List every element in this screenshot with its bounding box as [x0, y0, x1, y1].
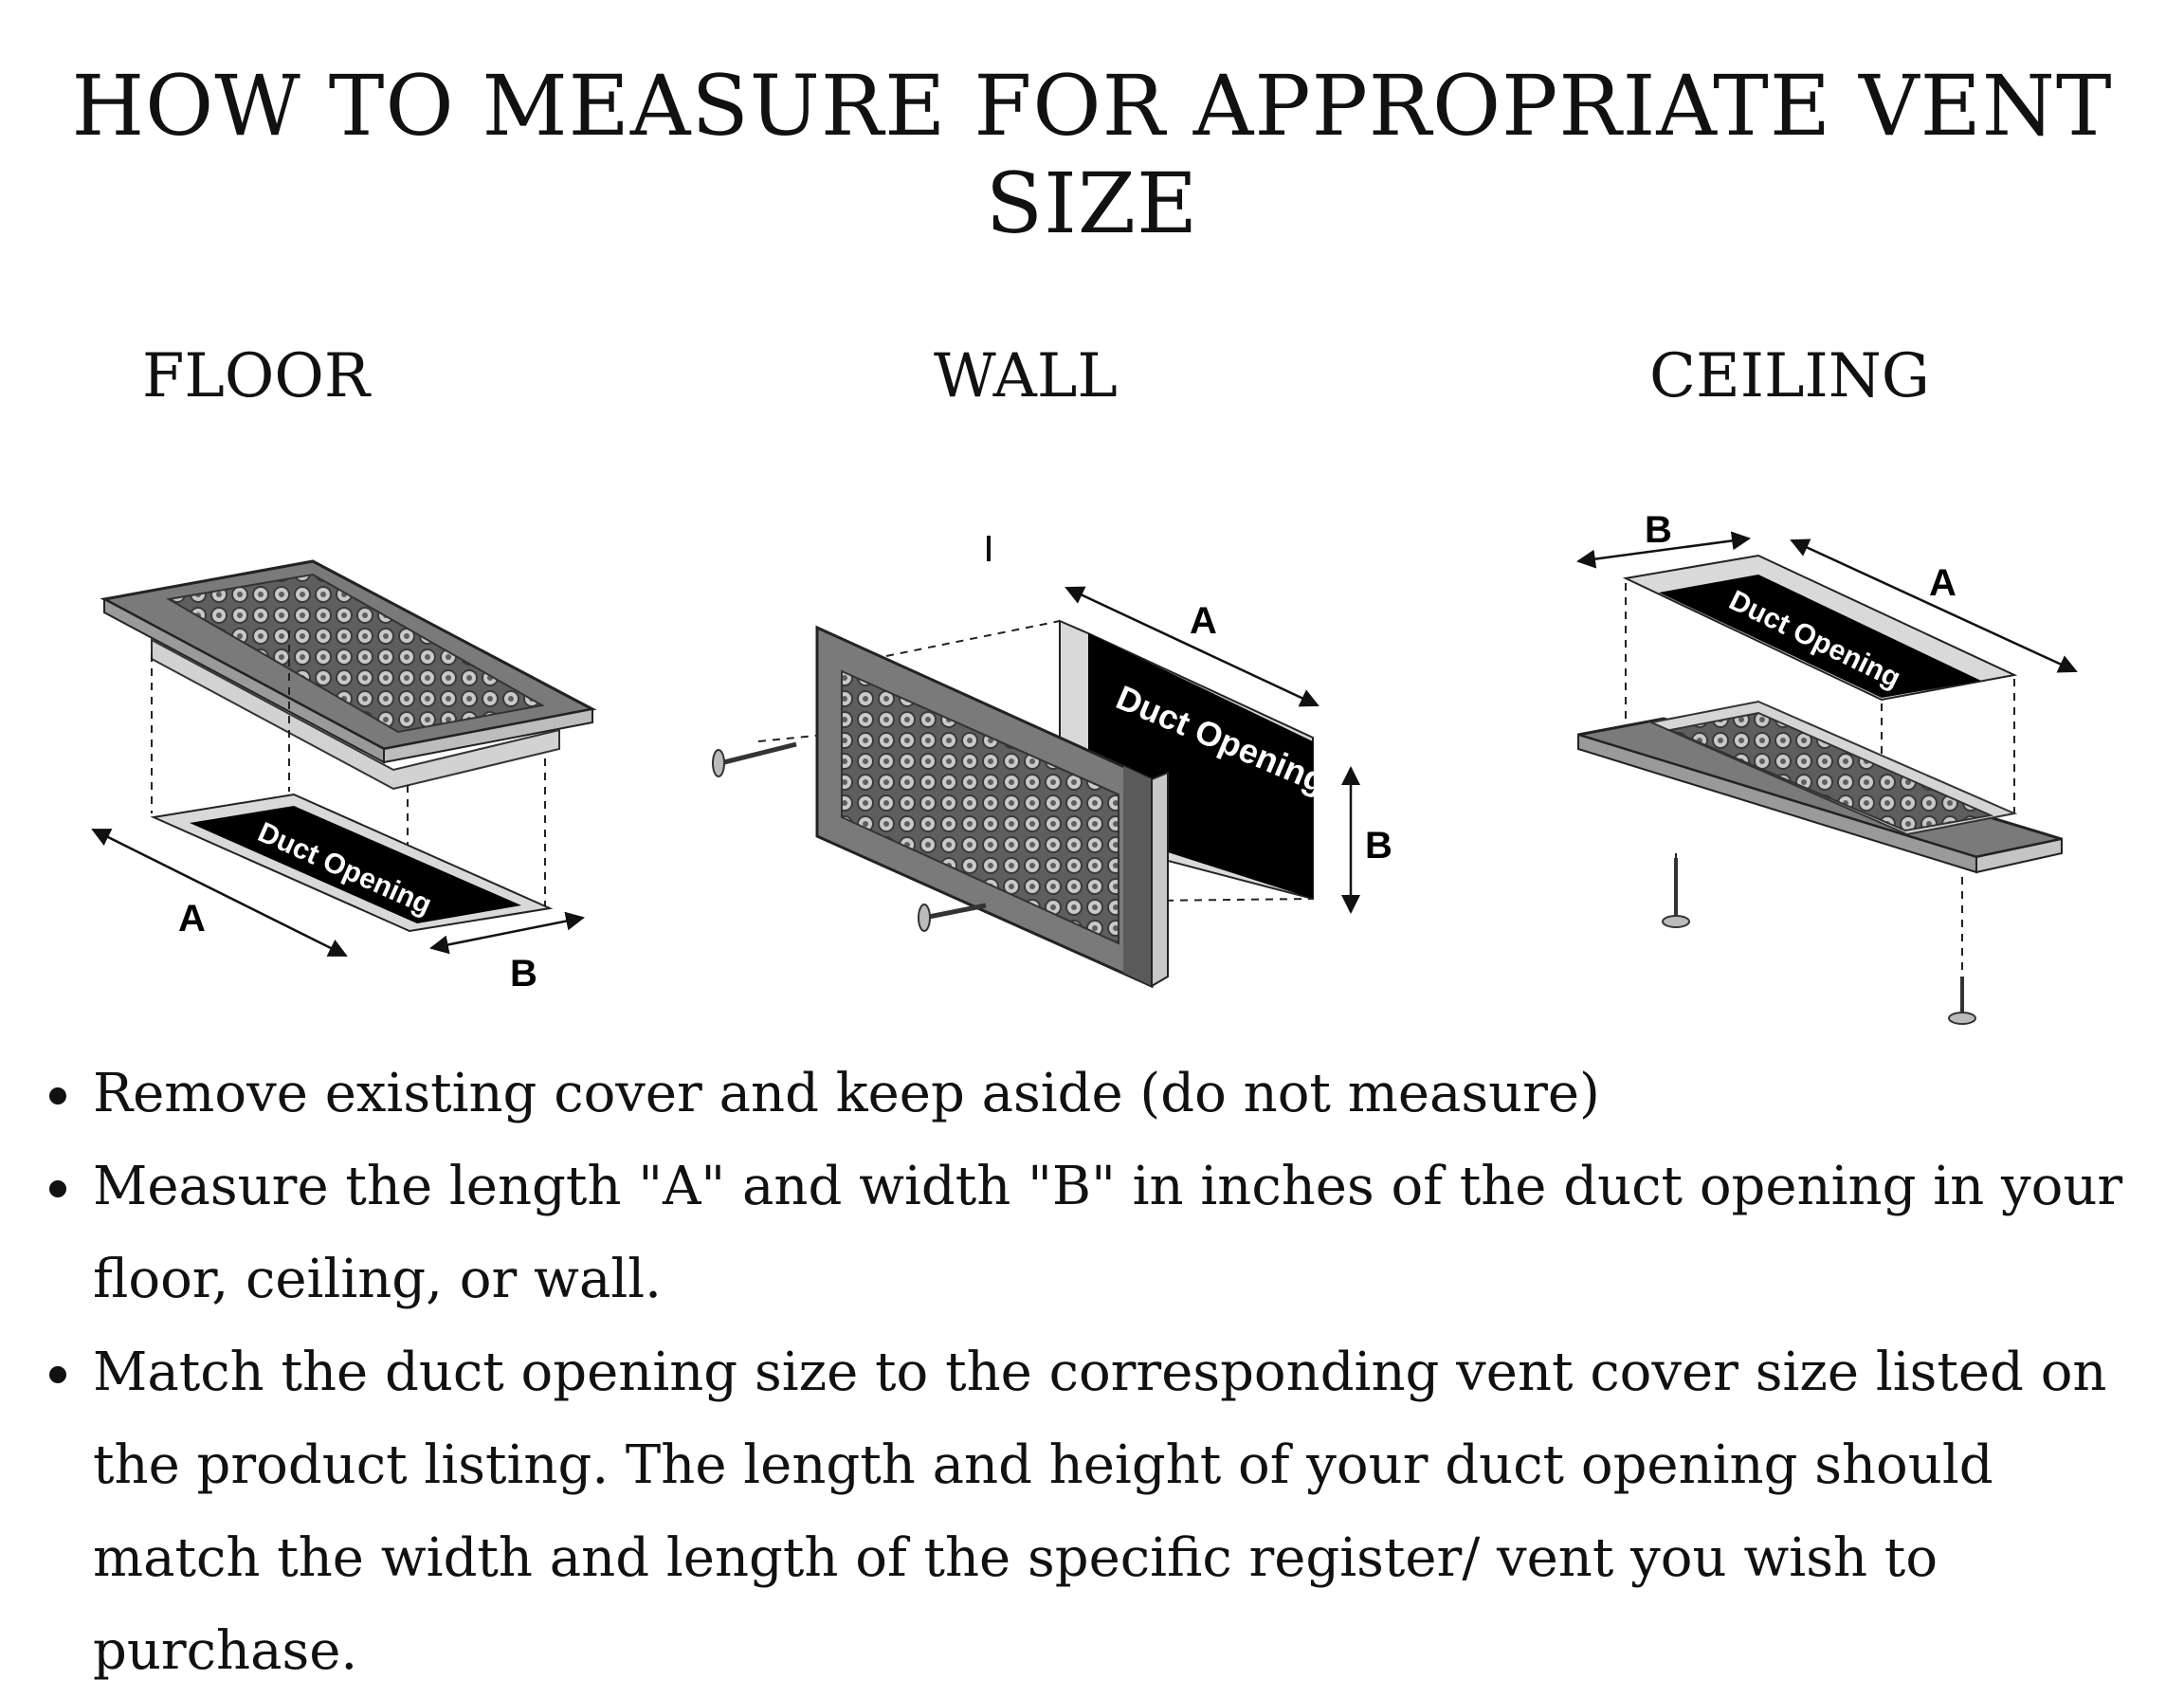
bullet-dot	[49, 1087, 66, 1105]
instruction-text: Measure the length "A" and width "B" in …	[93, 1156, 2123, 1310]
instruction-item: Match the duct opening size to the corre…	[38, 1326, 2161, 1698]
wall-grille	[815, 625, 1169, 989]
ceiling-dim-b-label: B	[1645, 509, 1672, 551]
wall-screws	[712, 741, 987, 932]
floor-dim-b-line	[429, 911, 585, 955]
wall-dim-a-label: A	[1190, 600, 1217, 642]
floor-duct-opening: Duct Opening	[150, 793, 554, 933]
wall-diagram: Duct Opening A B	[712, 536, 1392, 989]
page-title: HOW TO MEASURE FOR APPROPRIATE VENT SIZE	[71, 57, 2113, 252]
instruction-text: Remove existing cover and keep aside (do…	[93, 1063, 1600, 1124]
floor-diagram: Duct Opening A B	[91, 559, 597, 995]
floor-dim-a-line	[91, 828, 348, 958]
ceiling-screws	[1662, 858, 1976, 1025]
floor-grille	[100, 559, 597, 791]
instruction-item: Remove existing cover and keep aside (do…	[38, 1048, 2161, 1141]
wall-dim-b-label: B	[1365, 825, 1392, 867]
ceiling-grille	[1577, 700, 2063, 874]
instruction-list: Remove existing cover and keep aside (do…	[38, 1048, 2161, 1698]
wall-label: WALL	[934, 341, 1118, 411]
floor-dim-b-label: B	[510, 953, 537, 995]
wall-dim-a-line	[1065, 586, 1320, 707]
instruction-item: Measure the length "A" and width "B" in …	[38, 1141, 2161, 1326]
floor-dim-a-label: A	[178, 898, 206, 940]
measurement-diagrams: Duct Opening A B Duct Opening	[91, 509, 2078, 1025]
floor-label: FLOOR	[142, 341, 371, 411]
bullet-dot	[49, 1180, 66, 1197]
instruction-text: Match the duct opening size to the corre…	[93, 1342, 2107, 1682]
ceiling-dim-a-line	[1790, 539, 2078, 673]
bullet-dot	[49, 1366, 66, 1383]
ceiling-dim-b-line	[1576, 531, 1751, 569]
ceiling-diagram: Duct Opening B A	[1576, 509, 2078, 1025]
ceiling-label: CEILING	[1649, 341, 1930, 411]
ceiling-dim-a-label: A	[1929, 562, 1956, 604]
